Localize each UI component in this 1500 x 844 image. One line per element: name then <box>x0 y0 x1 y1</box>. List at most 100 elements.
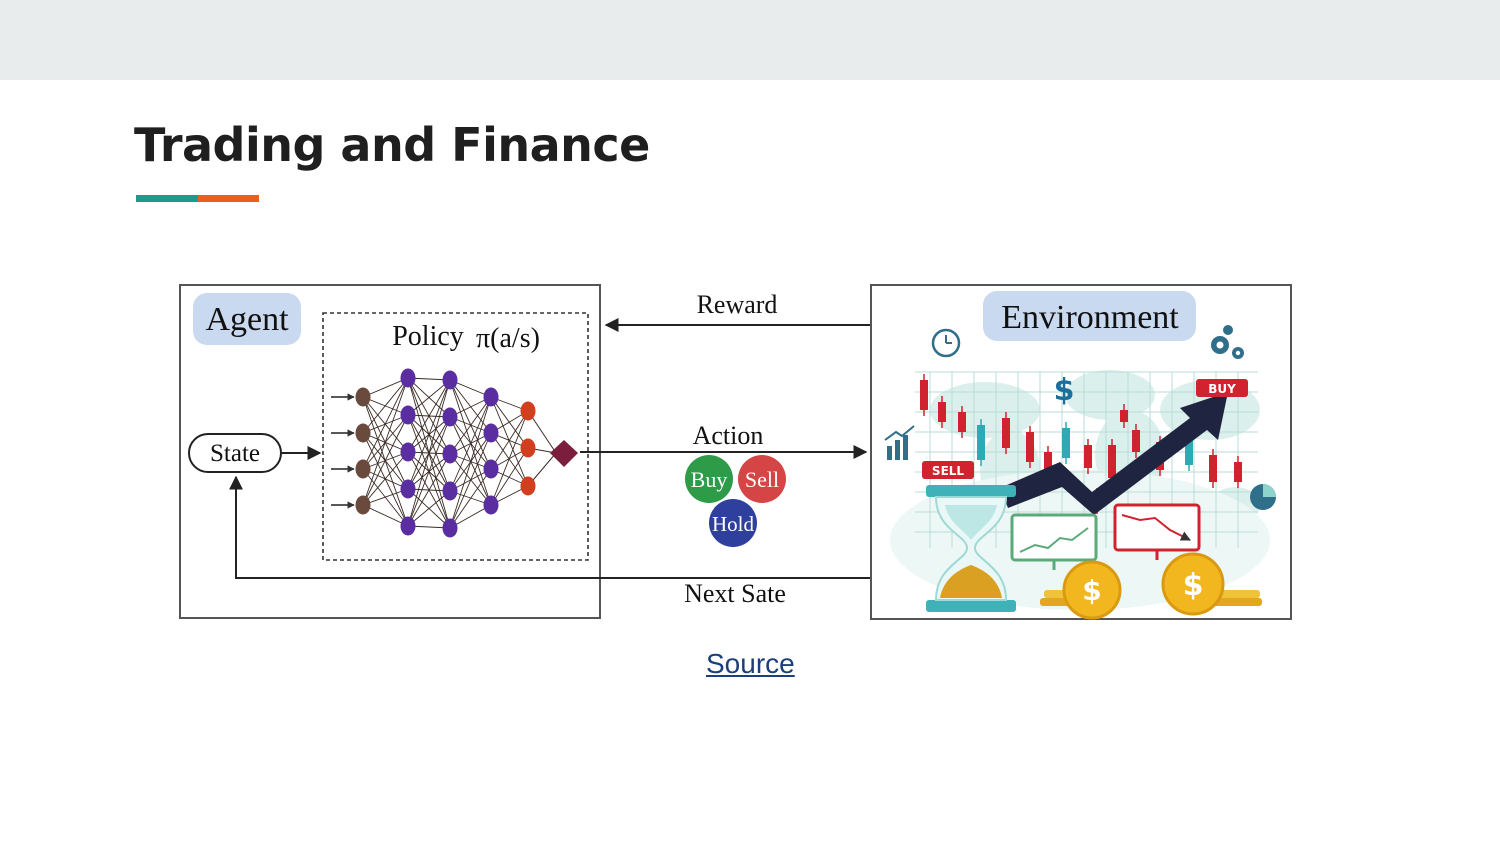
reward-connection: Reward <box>604 290 871 332</box>
nn-input-node <box>355 459 371 479</box>
nn-hidden-node <box>442 407 458 427</box>
candle-body <box>1108 445 1116 478</box>
nn-edge <box>490 447 529 506</box>
nn-edge <box>407 379 451 490</box>
nn-input-node <box>355 423 371 443</box>
buy-tag-label: BUY <box>1208 382 1236 396</box>
reward-label: Reward <box>697 290 778 319</box>
nn-edge <box>407 416 451 527</box>
environment-badge <box>983 291 1196 341</box>
buy-tag <box>1196 379 1248 397</box>
action-connection: Action Buy Sell Hold <box>580 421 868 547</box>
candle-body <box>958 412 966 432</box>
nn-edge <box>449 396 492 529</box>
nn-edge <box>362 432 409 527</box>
neural-network-edges <box>362 377 557 529</box>
growth-monitor-icon <box>1010 513 1098 570</box>
accent-bar-orange <box>198 195 259 202</box>
environment-panel: Environment <box>870 284 1292 620</box>
header-band <box>0 0 1500 80</box>
nn-edge <box>362 468 409 527</box>
policy-output-node <box>550 440 578 467</box>
nn-edge <box>362 377 409 434</box>
candle-body <box>920 380 928 410</box>
nn-edge <box>449 396 492 455</box>
nn-input-node <box>355 495 371 515</box>
nn-edge <box>362 488 409 506</box>
buy-label: Buy <box>691 467 728 492</box>
nn-hidden-node <box>483 387 499 407</box>
hold-circle <box>709 499 757 547</box>
nn-output-node <box>520 438 536 458</box>
trend-arrow <box>1000 392 1228 515</box>
hourglass-icon <box>926 485 1016 612</box>
agent-label: Agent <box>205 301 289 338</box>
source-link[interactable]: Source <box>706 648 795 679</box>
nn-hidden-node <box>483 495 499 515</box>
nn-hidden-node <box>442 518 458 538</box>
nn-edge <box>490 432 529 487</box>
policy-frame <box>322 312 589 561</box>
dollar-sign: $ <box>1054 373 1075 408</box>
pie-chart-icon <box>1250 484 1276 510</box>
coin-icon: $ <box>1161 552 1262 616</box>
next-state-connection: Next Sate <box>229 475 871 608</box>
state-label: State <box>210 440 260 467</box>
coin-icon: $ <box>1040 560 1122 620</box>
nn-input-node <box>355 387 371 407</box>
policy-label: Policy <box>392 321 464 352</box>
nn-edge <box>407 490 451 527</box>
buy-circle <box>685 455 733 503</box>
candle-body <box>977 425 985 460</box>
slide-title: Trading and Finance <box>134 118 650 172</box>
nn-hidden-node <box>442 444 458 464</box>
nn-edge <box>407 379 451 416</box>
sell-label: Sell <box>745 467 779 492</box>
neural-network-input-arrows <box>331 393 355 509</box>
candle-body <box>1234 462 1242 482</box>
agent-badge <box>193 293 301 345</box>
nn-edge <box>362 377 409 398</box>
nn-edge <box>407 379 451 527</box>
nn-edge <box>449 396 492 492</box>
agent-panel: Agent Policy π(a/s) State <box>179 284 601 619</box>
nn-edge <box>449 379 492 470</box>
nn-edge <box>449 468 492 529</box>
nn-edge <box>407 379 451 453</box>
nn-hidden-node <box>483 423 499 443</box>
nn-hidden-node <box>400 516 416 536</box>
candle-body <box>1044 452 1052 474</box>
nn-edge <box>362 414 409 506</box>
candle-body <box>1132 430 1140 452</box>
nn-edge <box>490 410 529 506</box>
nn-hidden-node <box>400 442 416 462</box>
coin-dollar-2: $ <box>1183 568 1204 603</box>
nn-edge <box>362 396 409 490</box>
neural-network-nodes <box>355 368 536 538</box>
nn-edge <box>362 377 409 506</box>
nn-hidden-node <box>442 370 458 390</box>
action-label: Action <box>693 421 764 450</box>
coin-dollar-1: $ <box>1082 574 1101 607</box>
clock-icon <box>931 328 961 358</box>
nn-hidden-node <box>400 368 416 388</box>
nn-edge <box>449 432 492 529</box>
policy-formula: π(a/s) <box>476 323 540 354</box>
candle-body <box>938 402 946 422</box>
sell-circle <box>738 455 786 503</box>
candle-body <box>1002 418 1010 448</box>
nn-edge <box>362 451 409 506</box>
sell-tag <box>922 461 974 479</box>
nn-edge <box>407 453 451 527</box>
next-state-label: Next Sate <box>684 579 786 608</box>
accent-bar-teal <box>136 195 198 202</box>
nn-hidden-node <box>400 405 416 425</box>
candle-body <box>1084 445 1092 468</box>
nn-edge <box>490 396 529 487</box>
hold-label: Hold <box>712 512 755 536</box>
candle-body <box>1062 428 1070 458</box>
nn-edge <box>362 504 409 527</box>
nn-hidden-node <box>483 459 499 479</box>
nn-hidden-node <box>400 479 416 499</box>
